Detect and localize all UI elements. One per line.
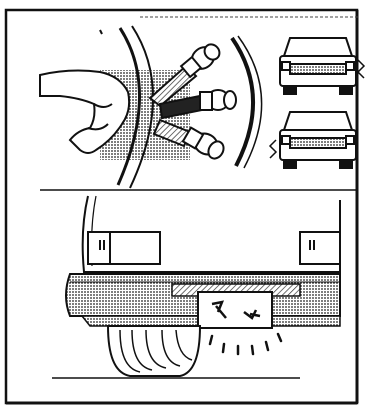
tail-lamp-left-icon (88, 232, 160, 264)
signal-flash-left-icon (270, 140, 276, 158)
tail-lamp-right-icon (300, 232, 340, 264)
license-plate-icon (198, 292, 272, 328)
rear-tire-icon (108, 326, 200, 376)
signal-flash-right-icon (358, 60, 364, 78)
top-panel (40, 26, 364, 188)
bottom-panel (52, 196, 340, 378)
vehicle-front-icon (280, 38, 356, 94)
license-plate-lamp-light-icon (210, 334, 281, 354)
vehicle-front-icon (280, 112, 356, 168)
